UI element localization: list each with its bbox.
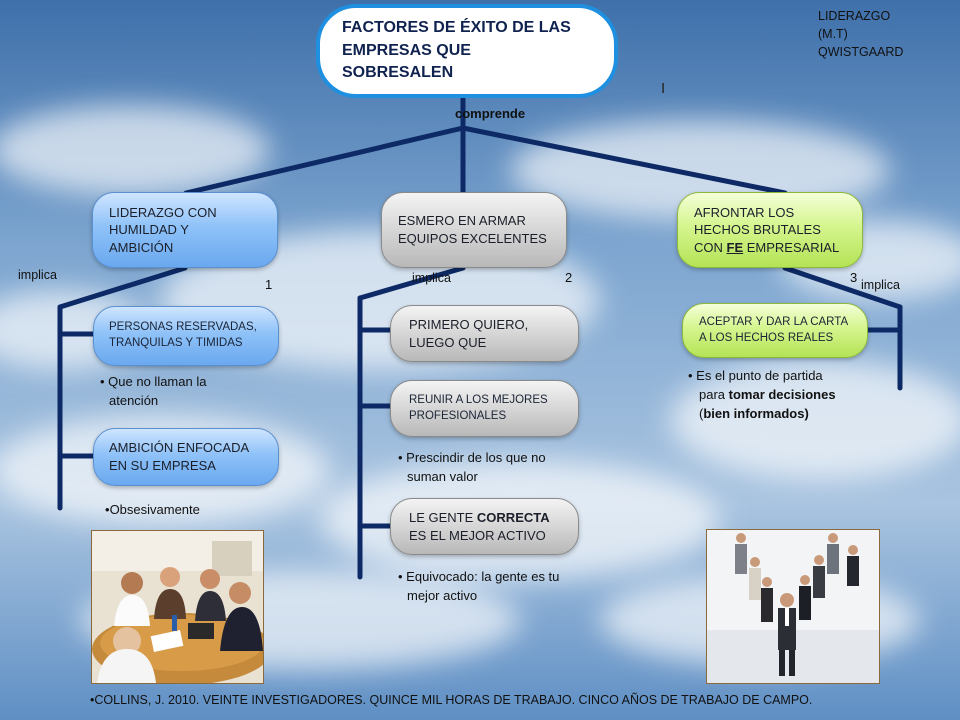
- connector-label-comprende: comprende: [455, 106, 526, 121]
- meeting-photo: [91, 530, 264, 684]
- branch-3-header: AFRONTAR LOS HECHOS BRUTALES CON FE EMPR…: [677, 192, 863, 268]
- relation-label-2: implica: [412, 271, 451, 285]
- business-team-photo: [706, 529, 880, 684]
- title-box: FACTORES DE ÉXITO DE LAS EMPRESAS QUE SO…: [316, 4, 618, 98]
- business-team-photo-icon: [707, 530, 879, 683]
- right-branch-connector: [460, 125, 788, 196]
- author-note: LIDERAZGO (M.T) QWISTGAARD: [818, 9, 904, 60]
- branch-2-item-3: LE GENTE CORRECTA ES EL MEJOR ACTIVO: [390, 498, 579, 555]
- branch-2-item-2-note: • Prescindir de los que no suman valor: [398, 450, 546, 484]
- branch-number-3: 3: [850, 270, 858, 285]
- left-branch-connector: [183, 125, 466, 196]
- stray-mark: I: [661, 80, 666, 97]
- branch-3-item-1-note: • Es el punto de partida para tomar deci…: [688, 368, 836, 421]
- relation-label-3: implica: [861, 278, 900, 292]
- citation-footer: •COLLINS, J. 2010. VEINTE INVESTIGADORES…: [90, 693, 813, 707]
- branch-1-header: LIDERAZGO CON HUMILDAD Y AMBICIÓN: [92, 192, 278, 268]
- branch-number-2: 2: [565, 270, 573, 285]
- diagram-title: FACTORES DE ÉXITO DE LAS EMPRESAS QUE SO…: [342, 19, 571, 82]
- branch-3-item-1: ACEPTAR Y DAR LA CARTA A LOS HECHOS REAL…: [682, 303, 868, 358]
- branch-number-1: 1: [265, 277, 273, 292]
- branch-2-header: ESMERO EN ARMAR EQUIPOS EXCELENTES: [381, 192, 567, 268]
- branch-2-item-3-note: • Equivocado: la gente es tu mejor activ…: [398, 569, 560, 603]
- relation-label-1: implica: [18, 268, 57, 282]
- branch-1-item-1: PERSONAS RESERVADAS, TRANQUILAS Y TIMIDA…: [93, 306, 279, 366]
- meeting-photo-icon: [92, 531, 263, 683]
- branch-1-item-1-note: • Que no llaman la atención: [100, 374, 207, 408]
- branch-2-item-2: REUNIR A LOS MEJORES PROFESIONALES: [390, 380, 579, 437]
- branch-1-item-2: AMBICIÓN ENFOCADA EN SU EMPRESA: [93, 428, 279, 486]
- branch-1-item-2-note: •Obsesivamente: [105, 502, 200, 517]
- branch-2-item-1: PRIMERO QUIERO, LUEGO QUE: [390, 305, 579, 362]
